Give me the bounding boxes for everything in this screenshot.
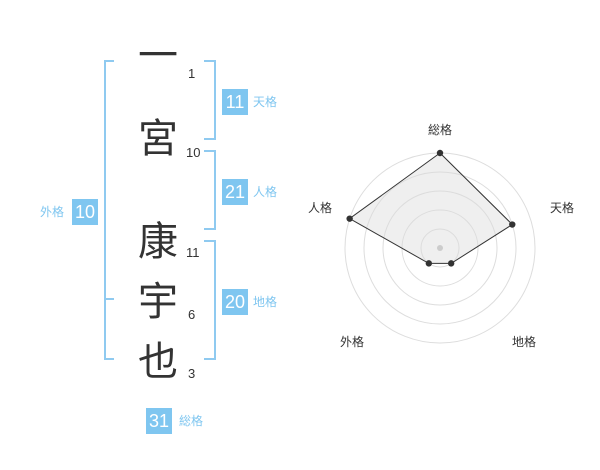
radar-ring (363, 171, 517, 325)
stroke-count-3: 11 (186, 245, 200, 260)
radar-polygon (348, 152, 514, 264)
radar-axis-label-soukaku: 総格 (428, 122, 452, 137)
radar-axis-label-jinkaku: 人格 (308, 200, 332, 215)
radar-point-3 (425, 260, 433, 267)
stroke-count-4: 6 (188, 307, 196, 322)
name-char-1: 一 (138, 33, 178, 79)
radar-point-0 (436, 149, 444, 157)
radar-point-4 (346, 215, 353, 222)
radar-point-2 (447, 260, 455, 267)
radar-ring (382, 190, 498, 306)
tenkaku-label: 天格 (253, 95, 278, 109)
jinkaku-value: 21 (222, 179, 248, 205)
name-char-3: 康 (138, 219, 178, 265)
chikaku-value: 20 (222, 289, 248, 315)
radar-axis-label-gaikaku: 外格 (340, 334, 364, 349)
tenkaku-value: 11 (222, 89, 248, 115)
name-char-5: 也 (138, 339, 178, 385)
radar-points (346, 149, 516, 267)
name-char-4: 宇 (138, 279, 178, 325)
name-char-2: 宮 (138, 116, 178, 162)
soukaku-value: 31 (146, 408, 172, 434)
gaikaku-label: 外格 (40, 205, 65, 219)
stroke-count-2: 10 (186, 145, 201, 160)
jinkaku-label: 人格 (253, 185, 278, 199)
radar-chart: 総格 天格 地格 外格 人格 (308, 122, 574, 349)
soukaku-label: 総格 (179, 414, 204, 428)
stroke-count-5: 3 (188, 366, 196, 381)
chikaku-label: 地格 (253, 295, 278, 309)
stroke-count-1: 1 (188, 66, 196, 81)
radar-point-1 (509, 221, 516, 228)
radar-center (437, 245, 443, 251)
radar-axis-label-chikaku: 地格 (512, 334, 536, 349)
radar-axis-label-tenkaku: 天格 (550, 200, 574, 215)
gaikaku-value: 10 (72, 199, 98, 225)
